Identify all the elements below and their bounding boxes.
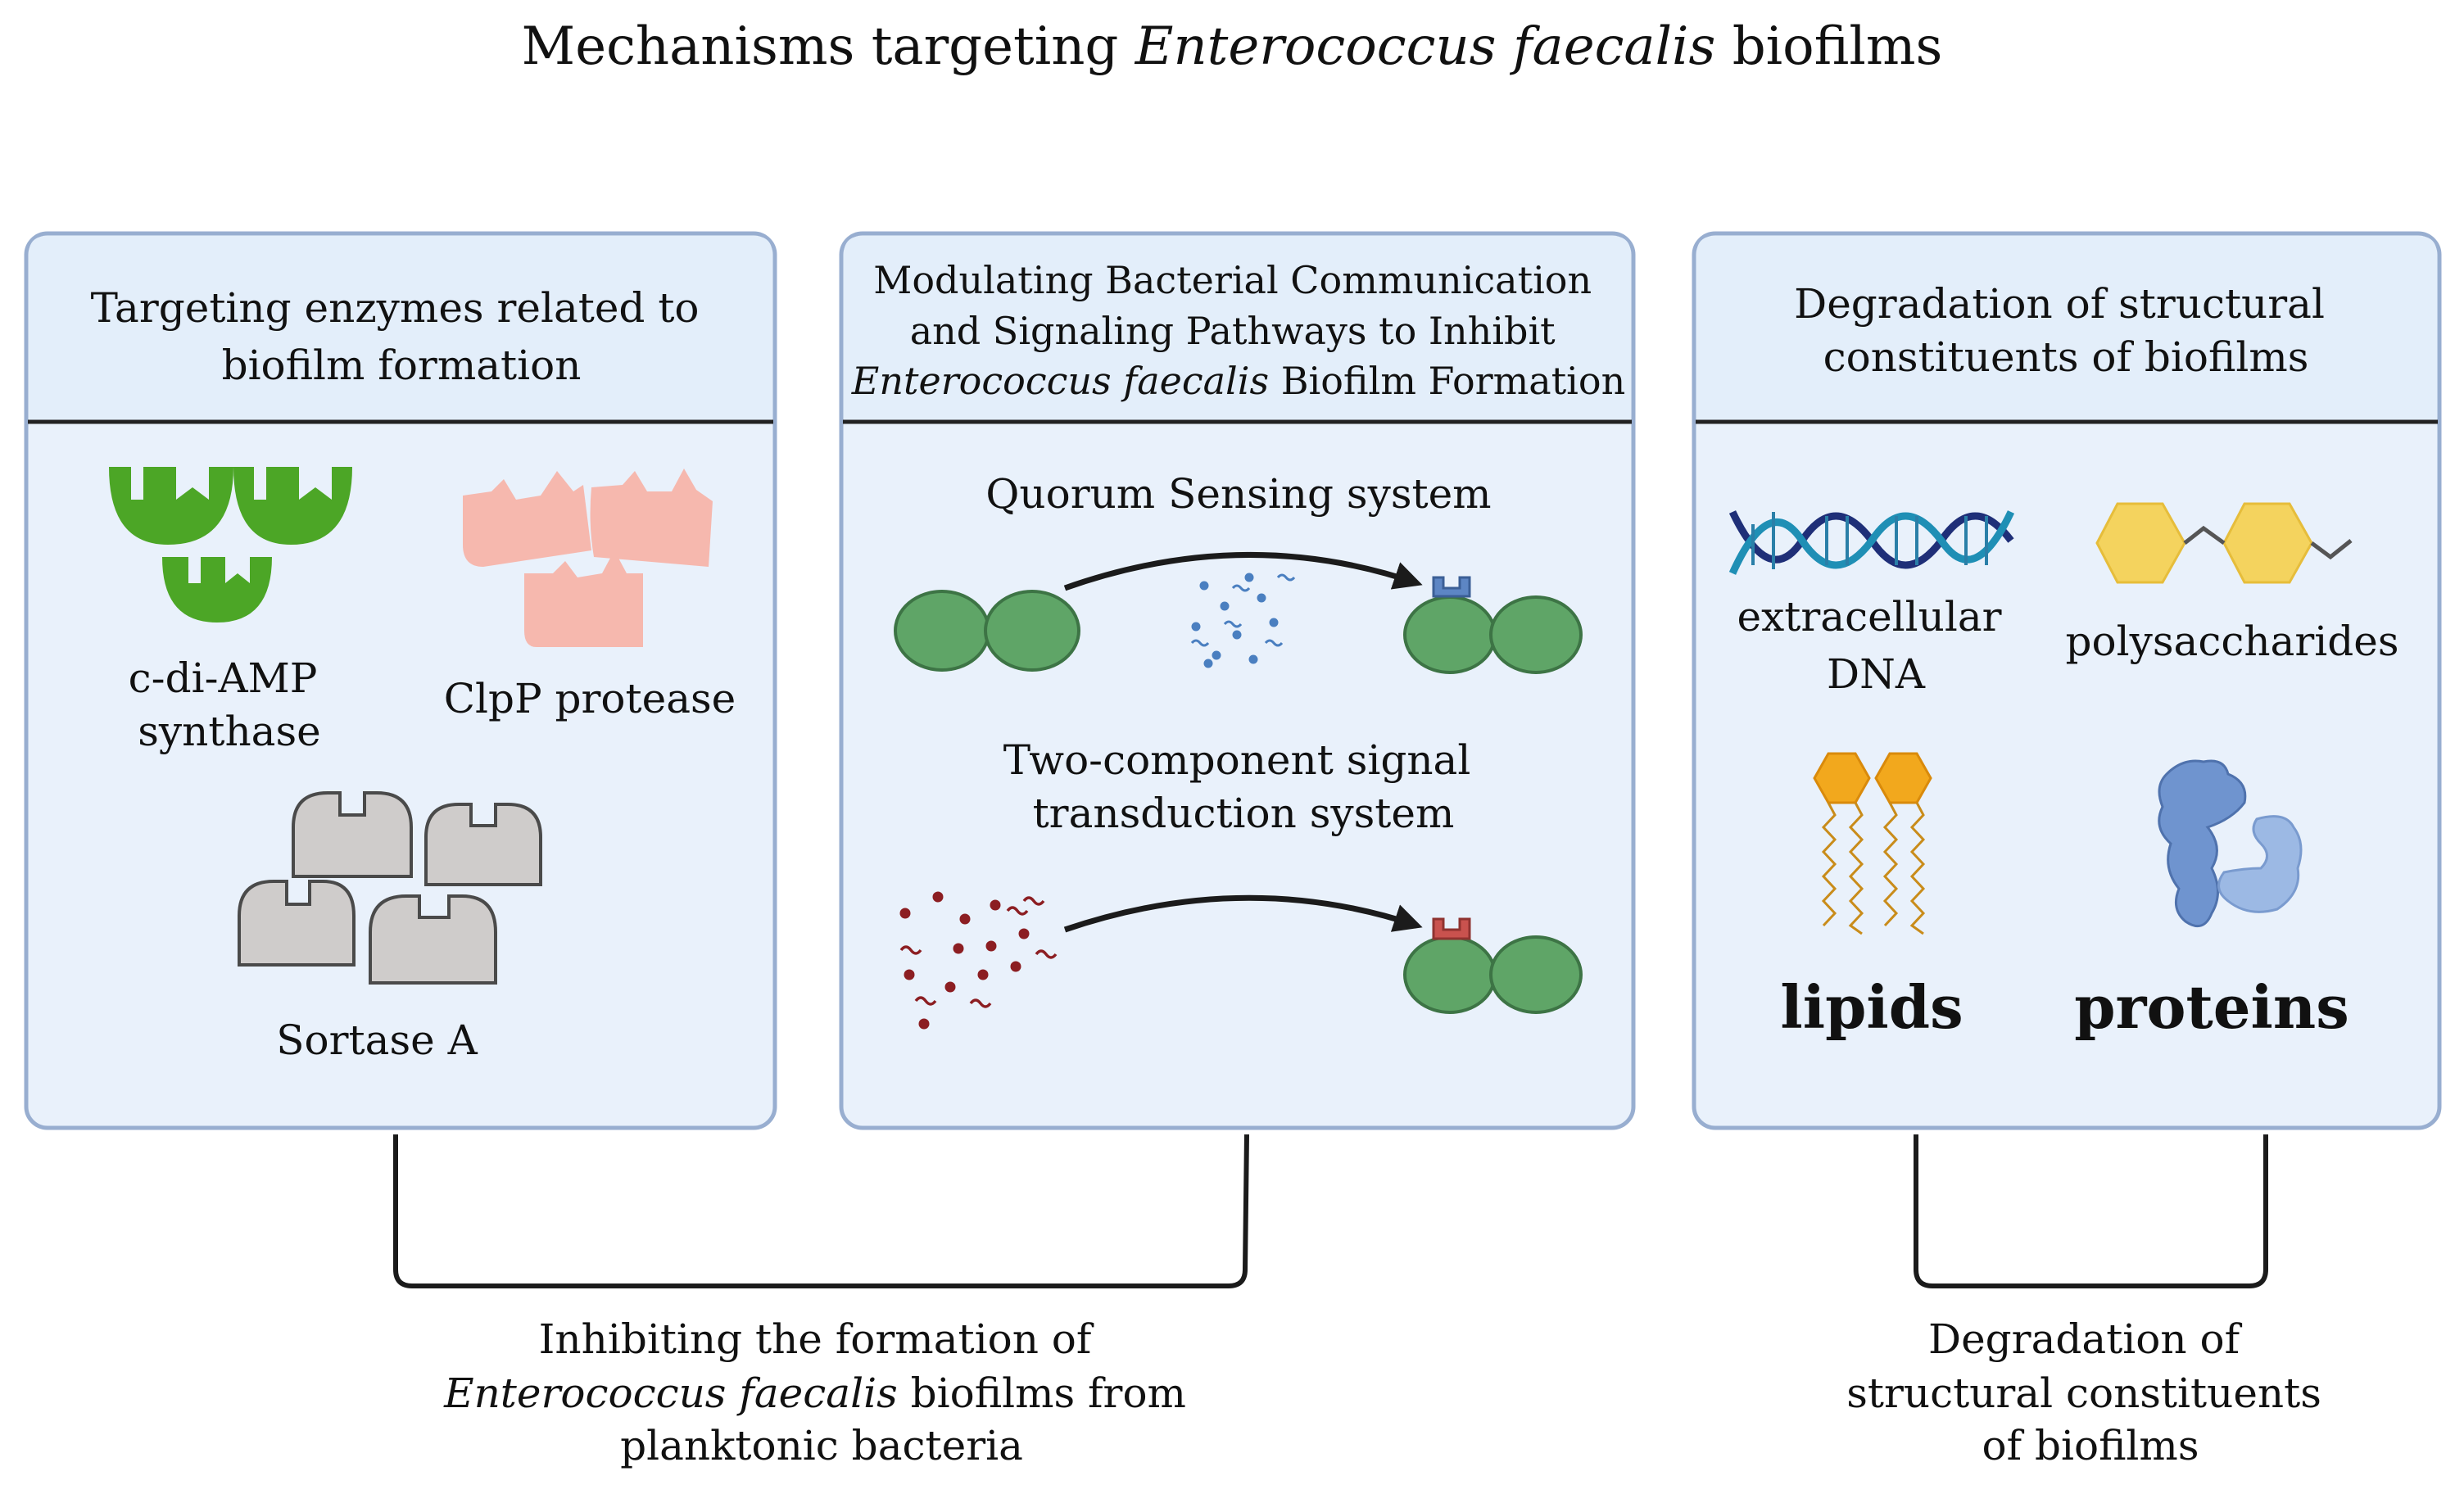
lipid-icon (1813, 752, 1932, 935)
lipids-label: lipids (1780, 972, 1963, 1042)
arrow-icon (1063, 894, 1423, 933)
two-component-label: Two-component signal transduction system (1003, 736, 1484, 837)
bottom-right-caption: Degradation of structural constituents o… (1846, 1315, 2335, 1469)
arrow-icon (1063, 552, 1423, 591)
proteins-label: proteins (2074, 972, 2349, 1042)
clpp-protease-label: ClpP protease (444, 675, 736, 722)
receptor-icon (1432, 576, 1471, 598)
sortase-a-icon (238, 791, 542, 985)
diagram-title: Mechanisms targeting Enterococcus faecal… (522, 16, 1943, 77)
polysaccharides-label: polysaccharides (2066, 618, 2399, 665)
quorum-sensing-label: Quorum Sensing system (985, 470, 1491, 518)
signal-molecules-red (899, 891, 1058, 1030)
dna-helix-icon (1728, 510, 2015, 575)
bacterium-icon (1403, 595, 1583, 674)
panel-signaling-heading: Modulating Bacterial Communication and S… (851, 258, 1625, 403)
panel-enzymes: Targeting enzymes related to biofilm for… (24, 231, 777, 1130)
bacterium-icon (894, 590, 1080, 672)
extracellular-dna-label: extracellular DNA (1737, 593, 2015, 698)
signal-molecules-blue (1190, 573, 1296, 668)
receptor-icon (1432, 917, 1471, 940)
c-di-amp-synthase-icon (109, 467, 352, 622)
polysaccharide-icon (2095, 502, 2353, 584)
bottom-left-caption: Inhibiting the formation of Enterococcus… (443, 1315, 1199, 1469)
protein-icon (2158, 759, 2303, 928)
sortase-a-label: Sortase A (276, 1016, 478, 1064)
panel-degradation: Degradation of structural constituents o… (1692, 231, 2442, 1130)
clpp-protease-icon (463, 469, 713, 647)
c-di-amp-synthase-label: c-di-AMP synthase (129, 654, 331, 755)
bacterium-icon (1403, 935, 1583, 1014)
left-bracket (393, 1134, 1249, 1288)
panel-signaling: Modulating Bacterial Communication and S… (839, 231, 1636, 1130)
panel-degradation-heading: Degradation of structural constituents o… (1794, 280, 2338, 381)
panel-enzymes-heading: Targeting enzymes related to biofilm for… (91, 284, 713, 389)
right-bracket (1914, 1134, 2268, 1288)
